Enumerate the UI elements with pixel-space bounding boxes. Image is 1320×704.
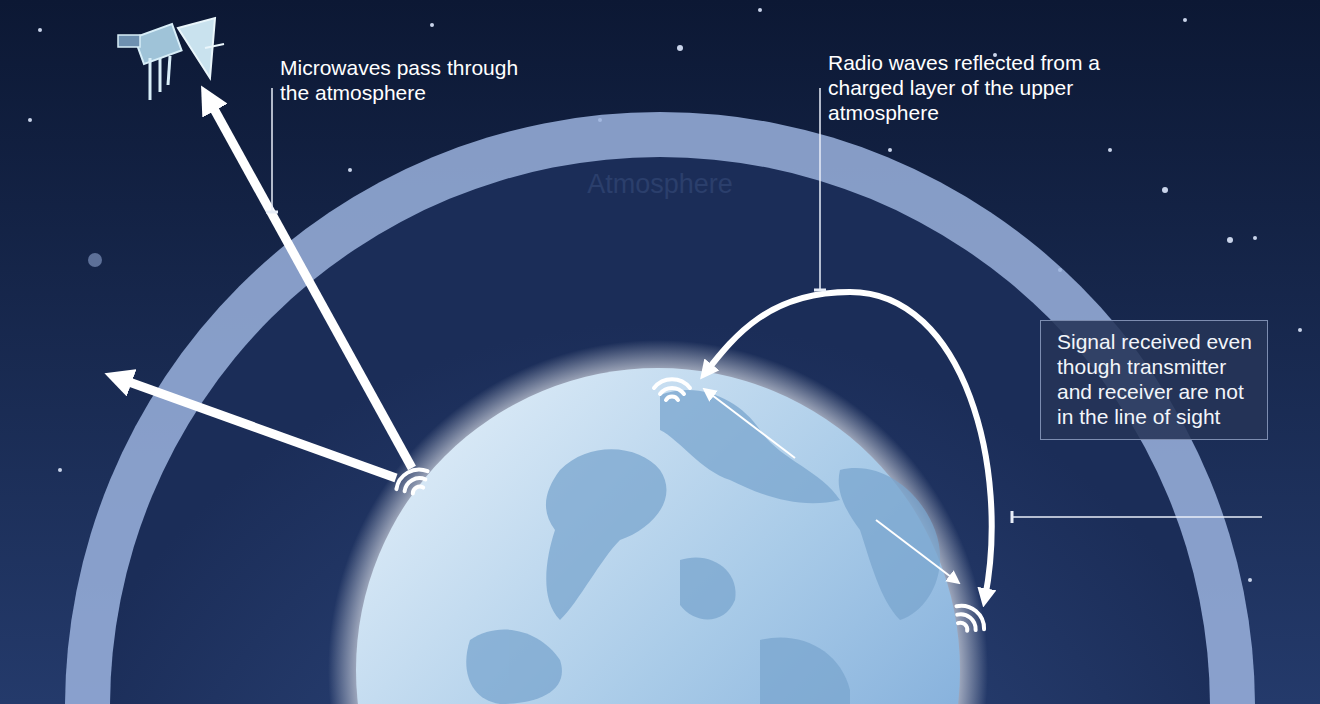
satellite-leg: [159, 58, 162, 92]
ground-wave-arrow: [876, 520, 955, 580]
star: [1108, 148, 1112, 152]
callout-text: Radio waves reflected from a charged lay…: [828, 50, 1148, 125]
star: [1248, 578, 1252, 582]
earth: [356, 368, 960, 704]
continents: [660, 390, 840, 503]
satellite-antenna: [205, 44, 224, 48]
continents: [680, 557, 736, 619]
transmitter-icon: [411, 485, 423, 494]
transmitter-icon: [392, 464, 434, 500]
satellite-leg: [168, 56, 170, 85]
earth-glow: [328, 340, 988, 704]
continents: [466, 630, 562, 704]
receiver-icon: [660, 388, 684, 394]
star: [430, 23, 434, 27]
receiver-icon: [949, 600, 990, 639]
receiver-icon: [956, 600, 989, 630]
radio-wave-arrow: [706, 292, 992, 598]
microwave-arrow: [118, 378, 396, 478]
continents: [466, 390, 940, 704]
star: [1298, 328, 1302, 332]
star: [888, 148, 892, 152]
receiver-icon: [958, 620, 969, 630]
star: [677, 45, 683, 51]
star: [28, 118, 32, 122]
continents: [546, 449, 667, 620]
satellite-panel: [118, 35, 140, 47]
star: [1253, 236, 1257, 240]
callout-text: Microwaves pass through the atmosphere: [280, 55, 520, 105]
receiver-icon: [666, 397, 678, 400]
star: [1183, 18, 1187, 22]
leader-tick: [266, 211, 278, 214]
note-box: Signal received even though transmitter …: [1040, 320, 1268, 440]
continents: [760, 637, 850, 704]
receiver-icon: [654, 379, 690, 400]
leader-tick: [814, 289, 826, 292]
satellite-leg: [149, 58, 152, 100]
star: [88, 253, 102, 267]
leader-line: [819, 88, 821, 290]
ground-wave-arrow: [708, 392, 795, 458]
satellite-body: [134, 24, 181, 64]
wave-arrows: [118, 98, 992, 598]
microwave-arrow: [208, 98, 412, 468]
leader-tick: [1011, 511, 1014, 523]
antenna-icons: [392, 379, 990, 638]
star: [348, 168, 352, 172]
star: [58, 468, 62, 472]
star: [1227, 237, 1233, 243]
transmitter-icon: [392, 464, 428, 490]
star: [1162, 187, 1168, 193]
receiver-icon: [654, 379, 690, 388]
star: [758, 8, 762, 12]
leader-line: [271, 88, 273, 212]
note-text: Signal received even though transmitter …: [1057, 329, 1257, 429]
leader-lines: [266, 88, 1262, 523]
satellite: [118, 18, 224, 100]
star: [38, 28, 42, 32]
layer-label: Atmosphere: [540, 168, 780, 200]
continents: [839, 468, 940, 620]
leader-line: [1012, 516, 1262, 518]
